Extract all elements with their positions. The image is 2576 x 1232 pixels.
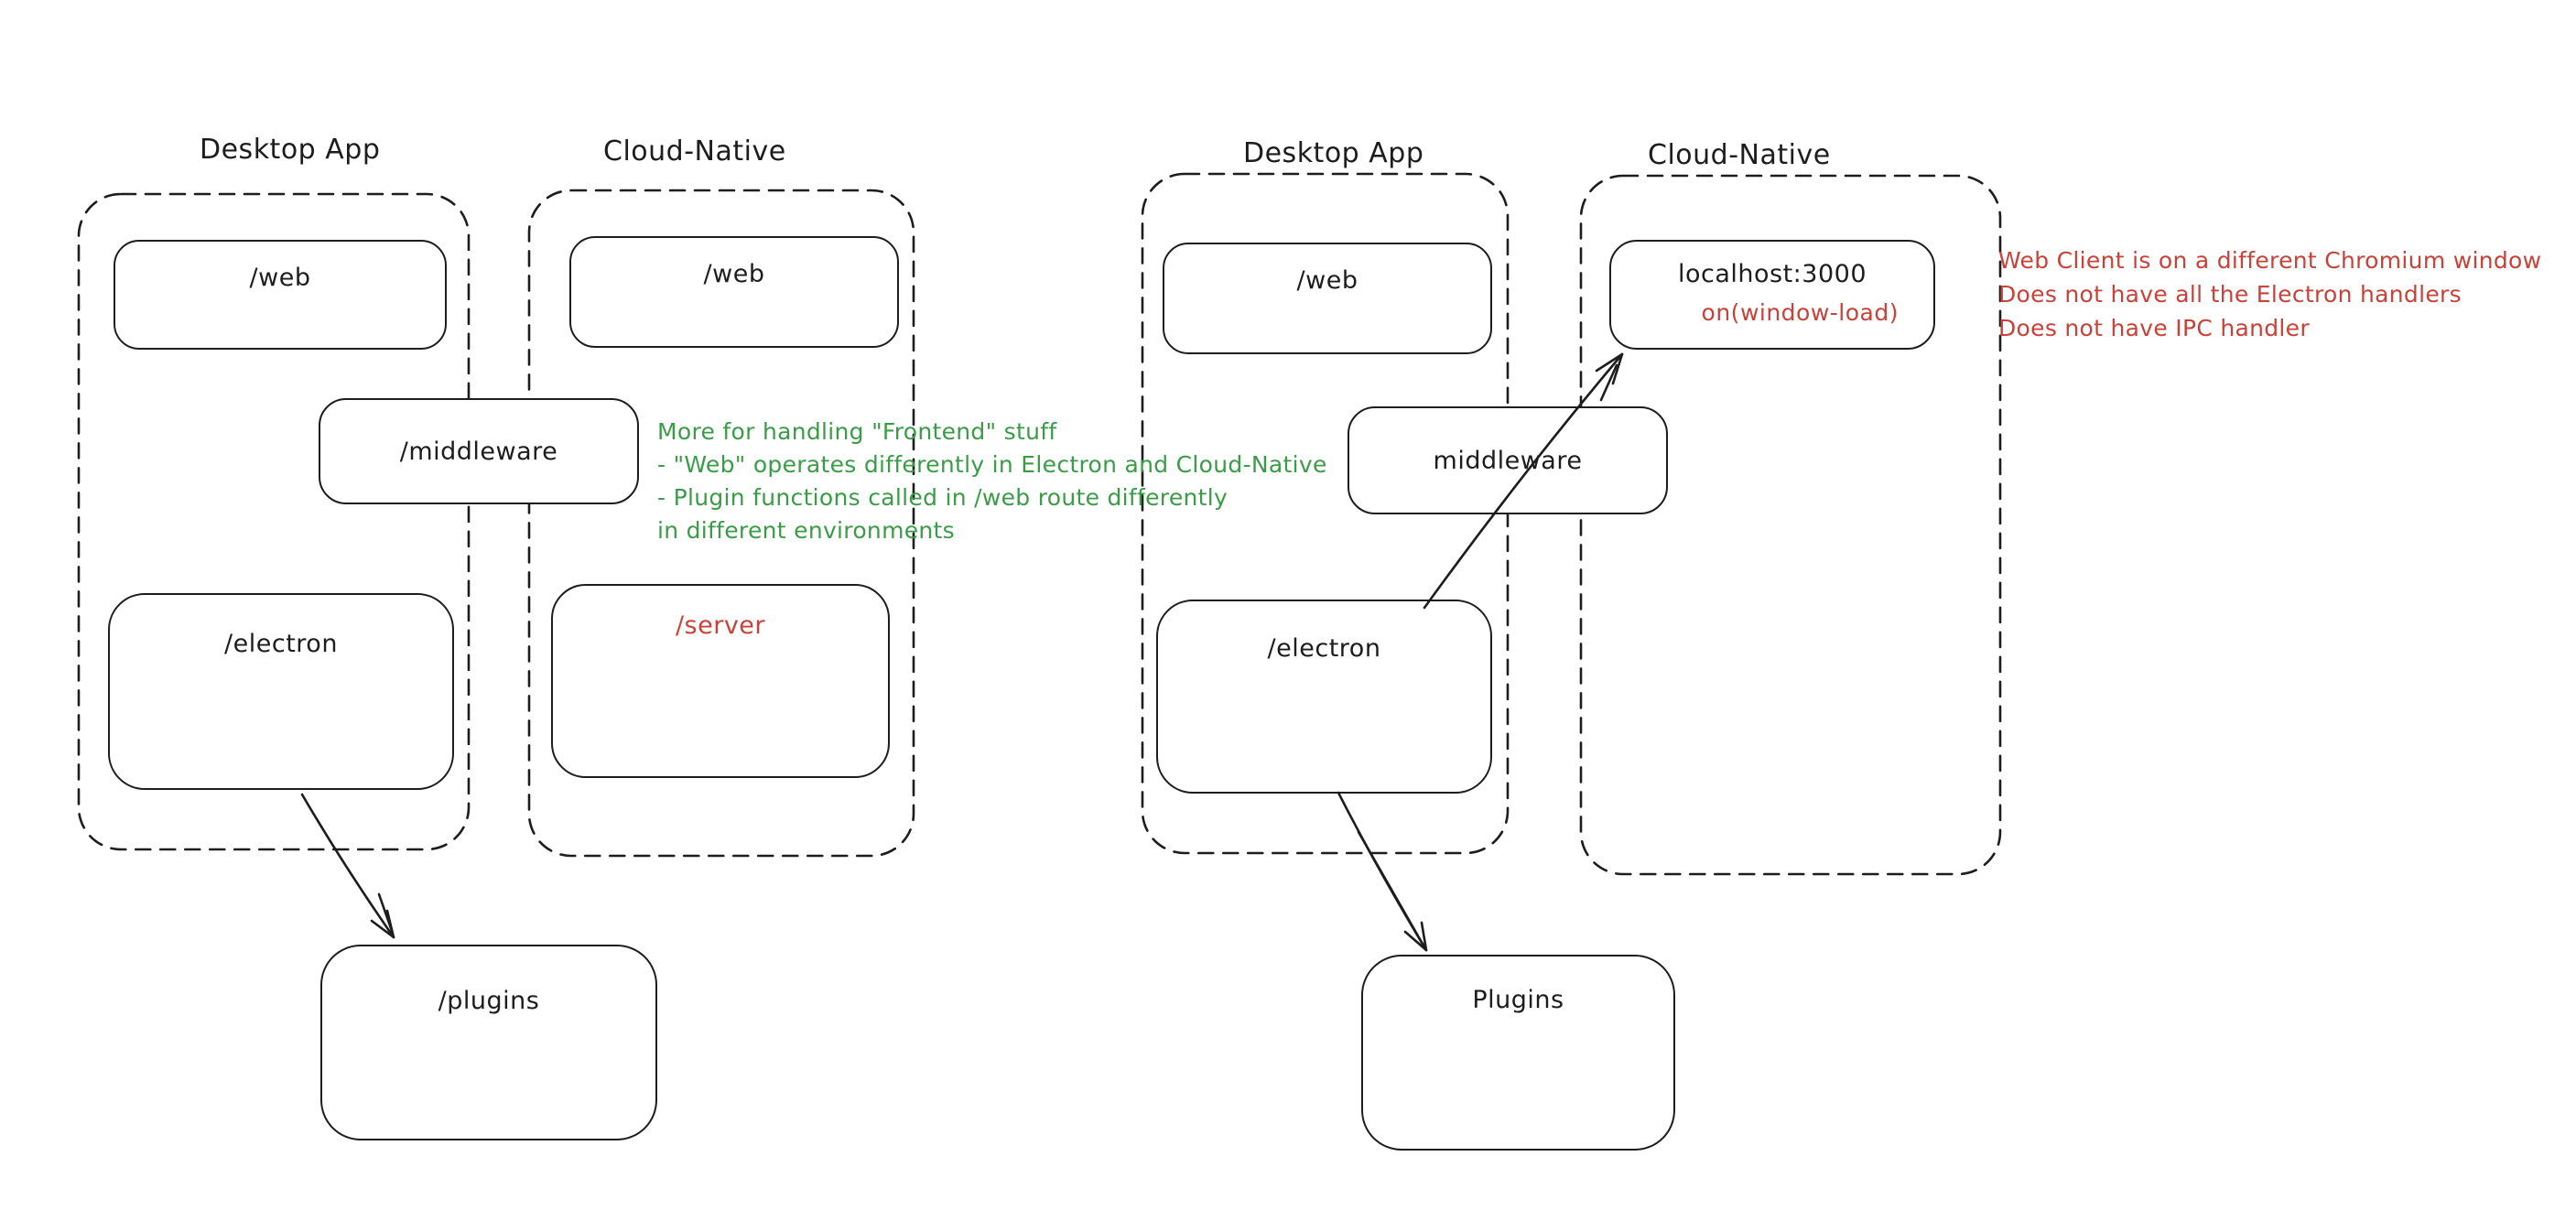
green-note[interactable]: More for handling "Frontend" stuff - "We… (657, 416, 1327, 547)
box-electron-right-label: /electron (1267, 634, 1381, 663)
box-web-desktop-left-label: /web (249, 264, 311, 292)
green-note-line: in different environments (657, 517, 955, 544)
box-server-left[interactable]: /server (551, 584, 890, 778)
label-cloud-native-left[interactable]: Cloud-Native (603, 135, 786, 168)
box-plugins-right[interactable]: Plugins (1361, 955, 1675, 1151)
box-web-desktop-right-label: /web (1296, 266, 1358, 295)
container-desktop-app-left[interactable] (77, 192, 471, 851)
on-window-load-label: on(window-load) (1701, 299, 1899, 326)
red-note-line: Does not have all the Electron handlers (1998, 281, 2462, 308)
box-server-left-label: /server (675, 611, 766, 640)
box-plugins-left[interactable]: /plugins (320, 945, 657, 1140)
box-web-desktop-left[interactable]: /web (114, 240, 447, 350)
red-note-line: Does not have IPC handler (1998, 315, 2310, 341)
box-middleware-right[interactable]: middleware (1348, 406, 1668, 514)
red-note-line: Web Client is on a different Chromium wi… (1998, 247, 2542, 274)
green-note-line: More for handling "Frontend" stuff (657, 418, 1057, 445)
box-electron-right[interactable]: /electron (1156, 600, 1492, 794)
label-cloud-native-right[interactable]: Cloud-Native (1648, 139, 1831, 171)
box-localhost-3000-label: localhost:3000 (1677, 260, 1867, 288)
box-electron-left[interactable]: /electron (108, 593, 454, 790)
container-cloud-native-left[interactable] (527, 189, 915, 858)
box-web-cloud-left[interactable]: /web (569, 236, 899, 348)
red-note[interactable]: Web Client is on a different Chromium wi… (1998, 243, 2541, 345)
green-note-line: - Plugin functions called in /web route … (657, 484, 1228, 511)
label-desktop-app-right[interactable]: Desktop App (1243, 137, 1424, 169)
label-desktop-app-left[interactable]: Desktop App (200, 134, 381, 166)
box-localhost-3000[interactable]: localhost:3000 on(window-load) (1609, 240, 1935, 350)
box-web-desktop-right[interactable]: /web (1163, 243, 1492, 354)
box-electron-left-label: /electron (224, 630, 338, 658)
box-plugins-left-label: /plugins (438, 987, 540, 1015)
box-plugins-right-label: Plugins (1472, 986, 1564, 1014)
box-middleware-left-label: /middleware (399, 437, 558, 466)
green-note-line: - "Web" operates differently in Electron… (657, 451, 1327, 478)
box-middleware-right-label: middleware (1433, 446, 1583, 475)
box-web-cloud-left-label: /web (703, 260, 765, 288)
box-middleware-left[interactable]: /middleware (319, 398, 639, 504)
